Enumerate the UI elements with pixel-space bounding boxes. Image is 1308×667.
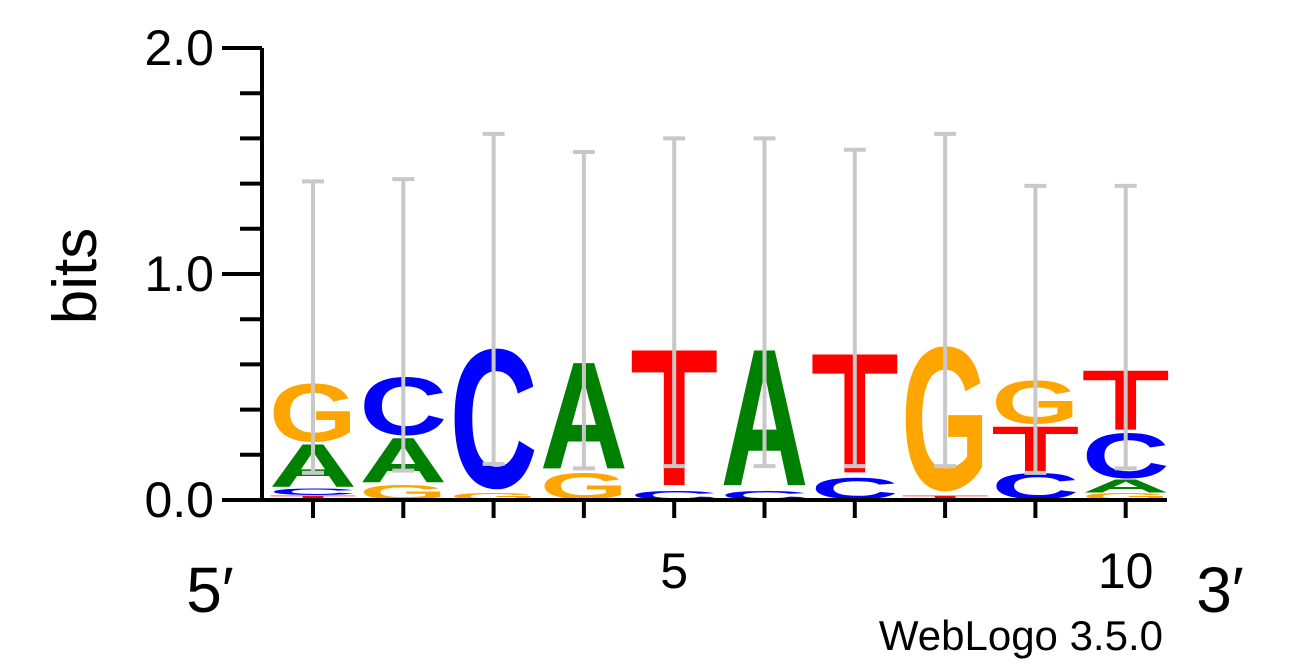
x-tick-label: 10 (1098, 543, 1154, 599)
logo-letter-T: T (269, 494, 357, 501)
x-tick-label: 5 (660, 543, 688, 599)
y-axis-label: bits (41, 228, 110, 324)
end-label-right: 3′ (1196, 554, 1244, 626)
footer-credit: WebLogo 3.5.0 (879, 612, 1163, 659)
y-tick-label: 2.0 (144, 20, 214, 76)
logo-letter-A: A (1082, 476, 1170, 496)
y-tick-label: 0.0 (144, 472, 214, 528)
y-tick-label: 1.0 (144, 246, 214, 302)
logo-letter-T: T (901, 494, 989, 501)
error-bars (302, 131, 1137, 475)
logo-letter-G: G (1082, 491, 1170, 501)
logo-letter-C: C (269, 487, 357, 497)
axes: 0.0 1.0 2.0 5 10 (144, 20, 1167, 599)
logo-letter-G: G (450, 491, 538, 501)
end-label-left: 5′ (186, 554, 234, 626)
